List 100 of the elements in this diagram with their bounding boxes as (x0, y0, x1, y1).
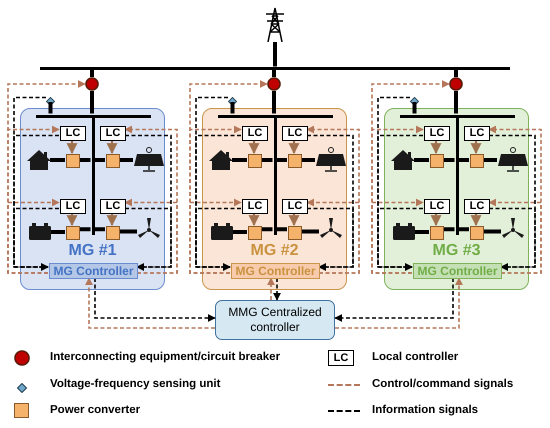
bus-bar (400, 114, 515, 118)
local-controller-symbol: LC (328, 350, 354, 366)
dashed-arrow (7, 198, 60, 274)
power-line (458, 227, 469, 232)
controller-box: LC (242, 198, 268, 214)
power-line (483, 230, 501, 234)
battery-icon (211, 223, 233, 240)
dashed-arrow (489, 208, 536, 271)
power-line (90, 91, 94, 114)
microgrid-box (202, 108, 347, 290)
power-converter (106, 226, 120, 240)
group-title: MG #2 (249, 242, 300, 260)
transmission-tower-icon (266, 6, 284, 42)
controller-box: LC (424, 126, 450, 140)
power-converter (66, 154, 80, 168)
power-line (79, 227, 90, 232)
group-title: MG #3 (431, 242, 482, 260)
power-line (412, 102, 416, 114)
controller-box: LC (242, 126, 268, 140)
power-converter (106, 154, 120, 168)
dashed-arrow (195, 134, 241, 271)
bus-bar (36, 114, 151, 118)
arrow (470, 140, 482, 154)
circuit-breaker (449, 77, 463, 91)
arrow (66, 140, 78, 154)
power-line (50, 158, 65, 162)
dashed-arrow (307, 208, 354, 271)
legend-label: Control/command signals (372, 378, 514, 390)
controller-box: LC (282, 198, 308, 214)
arrow (430, 140, 442, 154)
power-line (94, 227, 105, 232)
solar-panel-icon (498, 146, 528, 172)
house-icon (391, 149, 415, 170)
power-line (232, 230, 247, 234)
power-converter (430, 226, 444, 240)
power-line (454, 91, 458, 114)
bus-bar (92, 118, 94, 234)
power-line (94, 158, 105, 162)
battery-icon (393, 223, 415, 240)
dashed-arrow (125, 134, 172, 271)
controller-box: LC (60, 198, 86, 214)
dashed-arrow (488, 198, 542, 274)
power-line (443, 227, 454, 232)
power-line (50, 230, 65, 234)
arrow (66, 212, 78, 226)
controller-box: LC (100, 126, 126, 140)
house-icon (209, 149, 233, 170)
dashed-arrow (94, 278, 216, 322)
power-line (458, 158, 469, 162)
power-line (261, 158, 272, 162)
dashed-arrow (85, 277, 215, 329)
bus-bar (274, 118, 276, 234)
legend-label: Local controller (372, 351, 458, 363)
arrow (470, 212, 482, 226)
microgrid-box (384, 108, 529, 290)
arrow (288, 140, 300, 154)
power-line (414, 158, 429, 162)
dashed-arrow (306, 198, 360, 274)
dashed-arrow (377, 134, 423, 271)
power-converter (470, 226, 484, 240)
solar-panel-icon (316, 146, 346, 172)
power-line (79, 158, 90, 162)
dashed-arrow (273, 278, 281, 301)
dashed-arrow (377, 208, 423, 271)
circuit-breaker (85, 77, 99, 91)
arrow (288, 212, 300, 226)
legend-label: Interconnecting equipment/circuit breaker (50, 351, 280, 363)
dashed-arrow (334, 278, 454, 322)
power-converter (288, 154, 302, 168)
wind-turbine-icon (138, 217, 160, 239)
power-line (261, 227, 272, 232)
controller-box: LC (282, 126, 308, 140)
dashed-arrow (13, 134, 59, 271)
power-line (443, 158, 454, 162)
dashed-arrow (13, 208, 59, 271)
controller-box: MG Controller (413, 263, 502, 279)
dashed-arrow (125, 208, 172, 271)
power-line (48, 102, 52, 114)
dashed-arrow (267, 277, 275, 300)
legend-label: Power converter (50, 404, 140, 416)
power-converter (288, 226, 302, 240)
dashed-arrow (189, 198, 242, 274)
power-line (119, 158, 133, 162)
power-line (483, 158, 497, 162)
controller-box: LC (424, 198, 450, 214)
arrow (248, 212, 260, 226)
wind-turbine-icon (502, 217, 524, 239)
bus-bar (218, 114, 333, 118)
legend-label: Information signals (372, 404, 478, 416)
power-line (454, 70, 458, 77)
bus-bar (40, 66, 510, 70)
power-line (276, 158, 287, 162)
power-line (90, 70, 94, 77)
battery-icon (29, 223, 51, 240)
arrow (106, 212, 118, 226)
power-converter (248, 226, 262, 240)
power-converter (470, 154, 484, 168)
controller-box: LC (464, 198, 490, 214)
dashed-arrow (335, 277, 463, 329)
arrow (106, 140, 118, 154)
